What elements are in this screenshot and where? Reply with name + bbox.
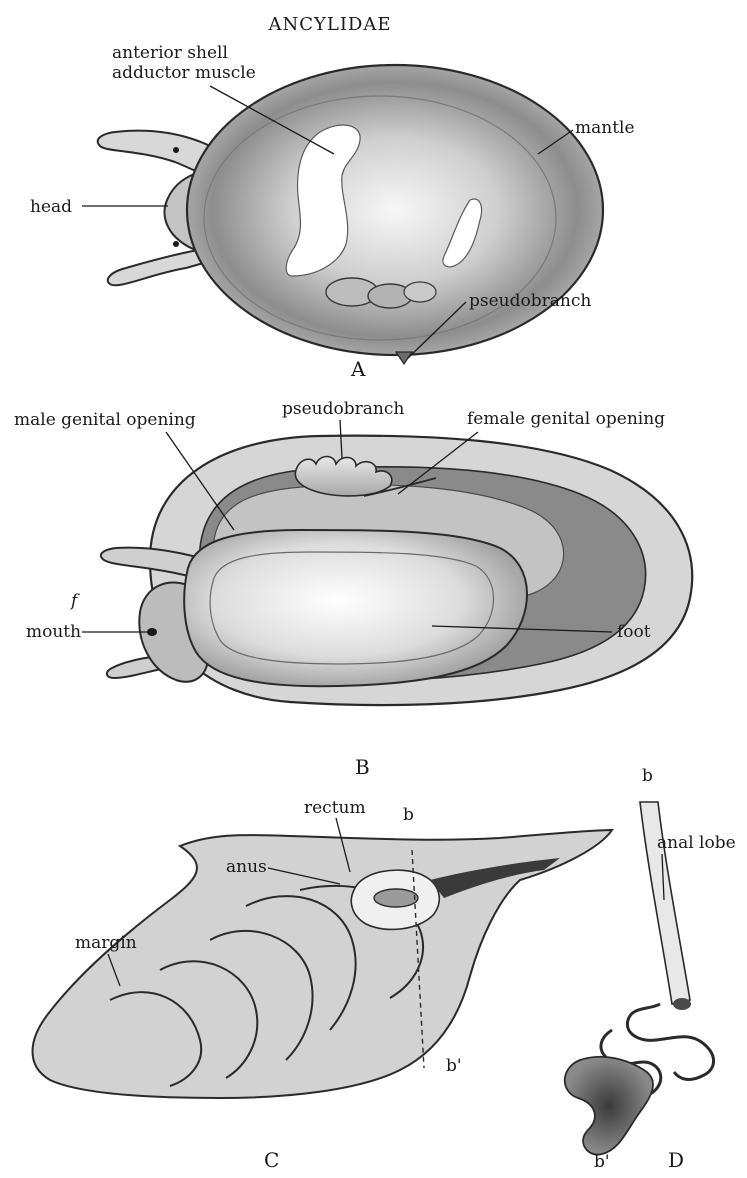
label-b-prime-c: b' [446,1056,462,1076]
panel-b: male genital opening pseudobranch female… [14,399,692,779]
panel-c: rectum b anus margin b' C [33,798,613,1172]
label-female-genital-opening: female genital opening [467,409,665,429]
anal-lobe-tip [673,998,691,1010]
eye-lower-a [173,241,179,247]
label-margin: margin [75,933,137,953]
label-b-prime-d: b' [594,1152,610,1172]
foot-b [184,530,527,686]
label-male-genital-opening: male genital opening [14,410,196,430]
panel-letter-d: D [668,1148,684,1172]
label-head: head [30,197,72,217]
anus-opening-c [374,889,418,907]
panel-letter-c: C [264,1148,279,1172]
convoluted-section-dark [565,1057,653,1155]
label-b-top-c: b [403,805,414,825]
label-mantle: mantle [575,118,635,138]
panel-d: b anal lobe b' D [565,766,736,1172]
label-anal-lobe: anal lobe [657,833,736,853]
label-adductor-line2: adductor muscle [112,63,256,83]
label-pseudobranch-a: pseudobranch [469,291,591,311]
label-anus: anus [226,857,267,877]
panel-letter-a: A [350,357,366,381]
viscera-coil-3 [404,282,436,302]
label-f-mark: f [69,591,80,611]
pseudobranch-a [396,352,412,364]
figure-title: ANCYLIDAE [267,14,391,35]
label-pseudobranch-b: pseudobranch [282,399,404,419]
label-adductor-line1: anterior shell [112,43,228,63]
label-b-top-d: b [642,766,653,786]
label-rectum: rectum [304,798,366,818]
panel-letter-b: B [355,755,370,779]
panel-a: anterior shell adductor muscle mantle he… [30,43,635,381]
label-foot: foot [617,622,651,642]
mantle-shell-a [187,65,603,355]
label-mouth: mouth [26,622,81,642]
eye-upper-a [173,147,179,153]
mouth-b [147,628,157,636]
